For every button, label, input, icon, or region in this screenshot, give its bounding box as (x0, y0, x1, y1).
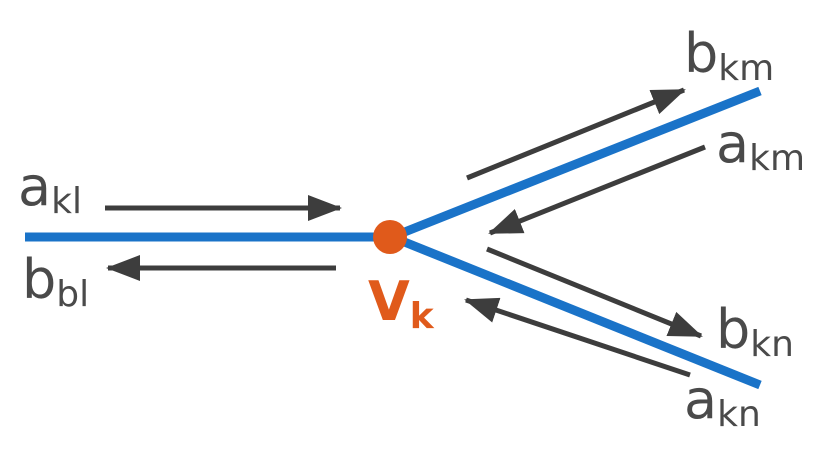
label-a-kl-base: a (18, 155, 51, 218)
label-a-kl: akl (18, 155, 82, 222)
edges (25, 86, 762, 390)
vertex-node (373, 220, 407, 254)
arrow-outgoing-lower (486, 246, 703, 339)
label-a-km-sub: km (749, 138, 805, 179)
label-a-kl-sub: kl (51, 181, 82, 222)
arrow-incoming-upper (488, 144, 706, 236)
label-b-km-base: b (684, 22, 718, 85)
label-a-kn-base: a (684, 368, 717, 431)
label-a-kn: akn (684, 368, 761, 435)
vertex-label-base: V (368, 270, 410, 333)
label-b-bl-base: b (22, 248, 56, 311)
label-a-km: akm (716, 112, 805, 179)
label-b-kn-base: b (716, 298, 750, 361)
label-b-kn: bkn (716, 298, 794, 365)
label-b-bl: bbl (22, 248, 89, 315)
label-b-kn-sub: kn (750, 324, 794, 365)
edge-upper-right (390, 86, 762, 242)
vertex-label-sub: k (410, 296, 435, 337)
arrow-incoming-lower (464, 297, 691, 378)
label-b-km-sub: km (718, 48, 774, 89)
arrow-outgoing-upper (466, 87, 686, 181)
edge-lower-right (390, 232, 762, 390)
vertex-label: Vk (368, 270, 435, 337)
label-a-kn-sub: kn (717, 394, 761, 435)
label-b-bl-sub: bl (56, 274, 89, 315)
label-b-km: bkm (684, 22, 774, 89)
label-a-km-base: a (716, 112, 749, 175)
arrows (105, 87, 706, 378)
